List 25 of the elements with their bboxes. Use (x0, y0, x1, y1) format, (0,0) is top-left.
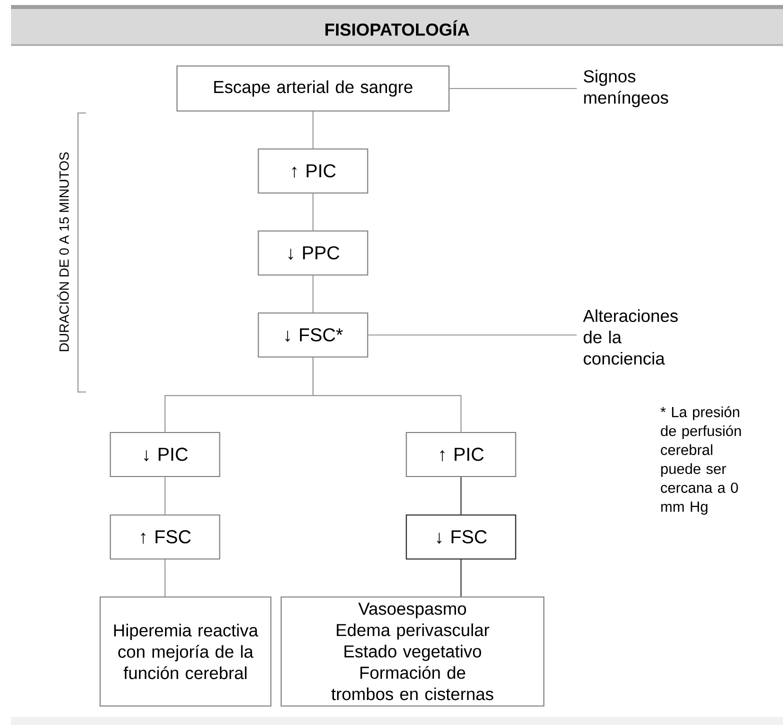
outcome-box: Hiperemia reactiva con mejoría de la función cerebral (100, 596, 272, 707)
process-box: ↓ FSC* (258, 312, 368, 358)
duration-label: DURACIÓN DE 0 A 15 MINUTOS (57, 152, 69, 352)
connector-line (164, 560, 166, 596)
process-box: ↓ PIC (110, 432, 220, 478)
process-box: ↑ PIC (258, 148, 368, 194)
connector-line (164, 477, 166, 514)
process-box: ↑ PIC (406, 432, 516, 478)
connector-line (368, 334, 577, 336)
annotation-text: Alteraciones de la conciencia (583, 309, 678, 365)
process-box: ↓ PPC (258, 230, 368, 276)
connector-line (312, 358, 462, 432)
title-band: FISIOPATOLOGÍA (11, 5, 783, 46)
connector-line (460, 560, 462, 596)
connector-line (450, 88, 577, 90)
annotation-text: Signos meníngeos (584, 70, 668, 108)
connector-line (460, 477, 462, 514)
process-box: ↓ FSC (406, 514, 516, 560)
outcome-box: Vasoespasmo Edema perivascular Estado vegetativo Formación de trombos en cisternas (280, 596, 544, 707)
process-box: Escape arterial de sangre (176, 65, 450, 112)
process-box: ↑ FSC (110, 514, 220, 560)
footnote: * La presión de perfusión cerebral puede ser cercana a 0 mm Hg (660, 406, 741, 515)
connector-line (312, 194, 314, 230)
connector-line (312, 112, 314, 148)
connector-line (312, 276, 314, 312)
